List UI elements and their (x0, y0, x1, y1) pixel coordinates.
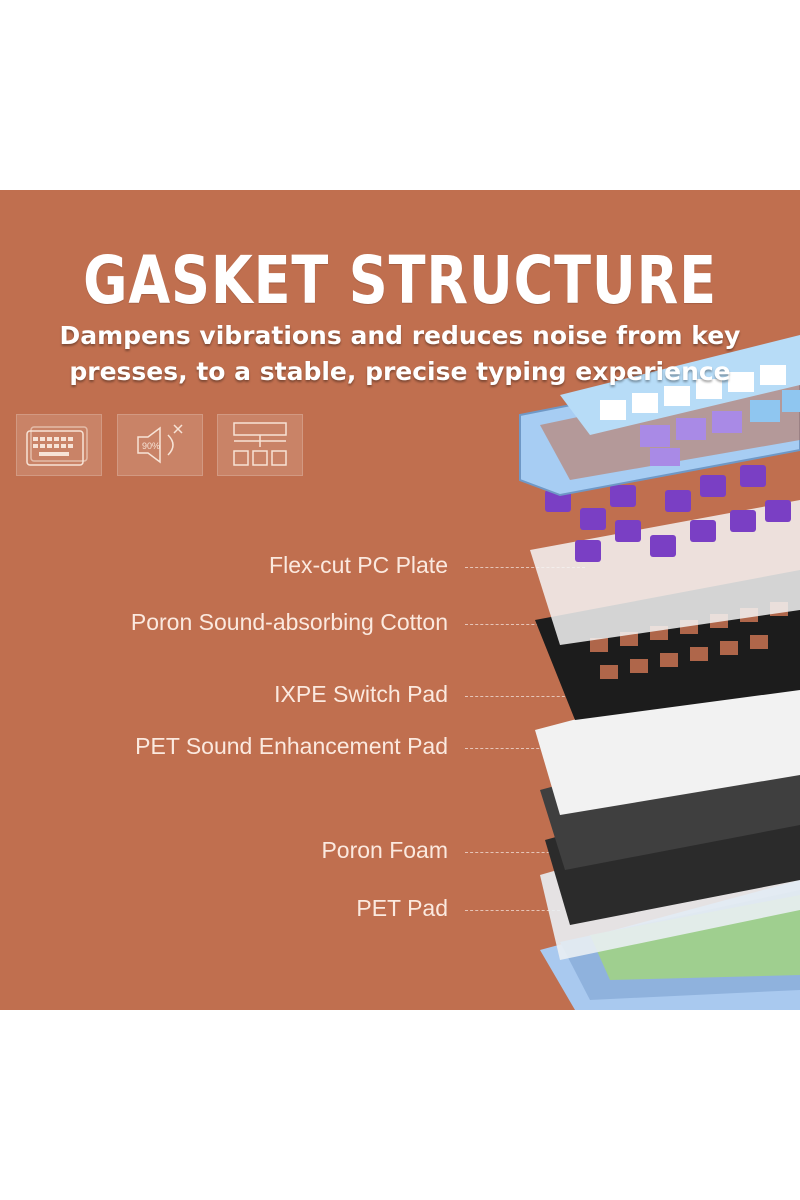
speaker-mute-icon: 90% (117, 414, 203, 476)
leader-line (465, 748, 585, 749)
volume-percent: 90% (142, 441, 160, 451)
leader-line (465, 567, 585, 568)
leader-line (465, 696, 575, 697)
leader-line (465, 852, 565, 853)
label-pet-pad: PET Pad (356, 895, 448, 921)
page-subtitle: Dampens vibrations and reduces noise fro… (59, 321, 741, 386)
exploded-keyboard-illustration (519, 335, 800, 1010)
page-title: GASKET STRUCTURE (83, 242, 717, 319)
label-poron-foam: Poron Foam (321, 837, 448, 863)
leader-line (465, 624, 565, 625)
pc-plate-layer (530, 500, 800, 645)
label-flex-cut-pc-plate: Flex-cut PC Plate (269, 552, 448, 578)
label-poron-sound-absorbing-cotton: Poron Sound-absorbing Cotton (130, 609, 448, 635)
switches-layer (545, 465, 791, 562)
layout-grid-icon (217, 414, 303, 476)
label-ixpe-switch-pad: IXPE Switch Pad (274, 681, 448, 707)
gasket-structure-banner: GASKET STRUCTURE Dampens vibrations and … (0, 190, 800, 1010)
top-case-keycaps (519, 335, 800, 497)
keyboard-layers-icon (16, 414, 102, 476)
leader-line (465, 910, 560, 911)
label-pet-sound-enhancement-pad: PET Sound Enhancement Pad (135, 733, 448, 759)
